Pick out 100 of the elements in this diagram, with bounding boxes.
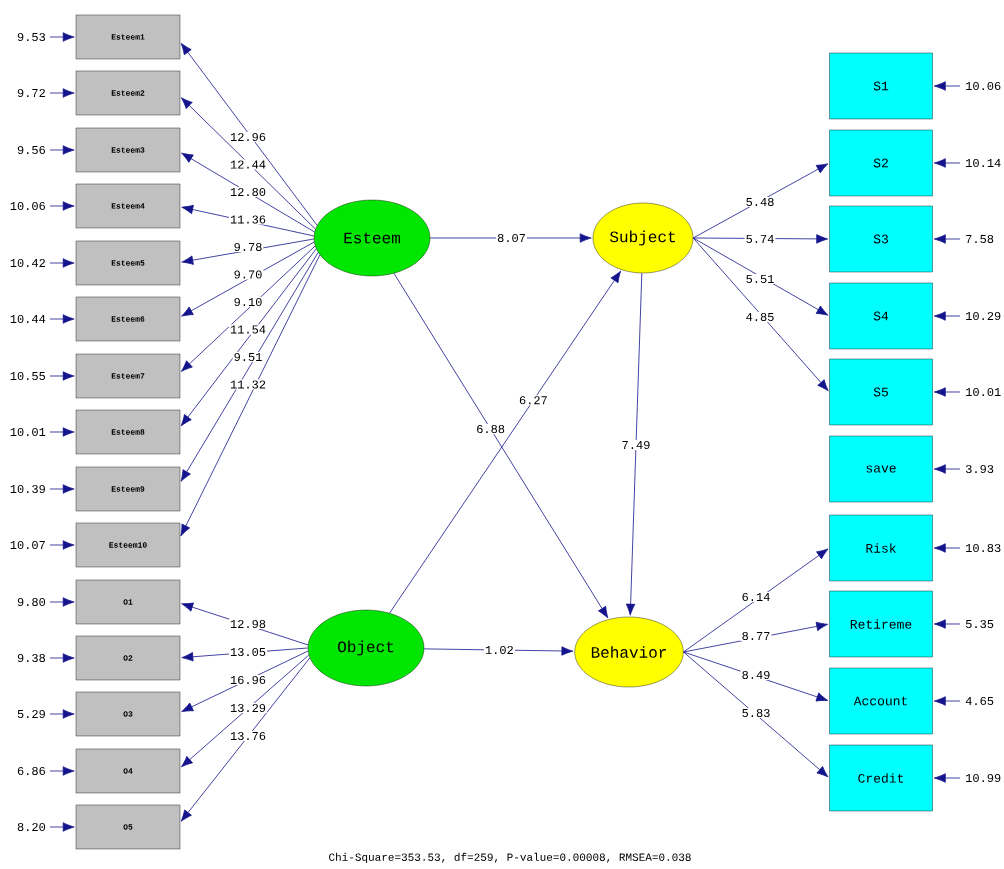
path-arrow	[180, 254, 321, 537]
edge-label: 8.77	[740, 630, 772, 642]
path-arrow	[181, 654, 310, 768]
edge-label: 6.88	[475, 424, 506, 435]
error-variance: 10.06	[966, 81, 1001, 91]
path-arrow	[49, 427, 75, 437]
path-arrow	[423, 646, 574, 656]
error-variance: 10.14	[966, 158, 1001, 168]
indicator-box: Esteem3	[75, 127, 181, 173]
path-arrow	[49, 145, 75, 155]
edge-label: 9.78	[232, 241, 264, 253]
indicator-box: S5	[829, 358, 933, 426]
indicator-box: Credit	[829, 744, 933, 812]
edge-label: 6.14	[740, 591, 772, 603]
path-arrow	[933, 387, 961, 397]
edge-label: 8.49	[740, 669, 772, 681]
indicator-box: O5	[75, 804, 181, 850]
edge-label: 16.96	[229, 674, 267, 686]
error-variance: 10.44	[10, 314, 46, 324]
indicator-box: S3	[829, 205, 933, 273]
error-variance: 10.39	[10, 484, 45, 494]
path-arrow	[49, 88, 75, 98]
path-arrow	[49, 540, 75, 550]
edge-label: 5.83	[740, 707, 772, 719]
caption: Chi-Square=353.53, df=259, P-value=0.00008, RMSEA=0.038	[329, 852, 691, 864]
indicator-box: S2	[829, 129, 933, 197]
path-arrow	[933, 311, 961, 321]
error-variance: 10.01	[10, 427, 46, 437]
indicator-box: Retireme	[829, 590, 933, 658]
error-variance: 9.80	[17, 597, 46, 607]
path-arrow	[933, 158, 961, 168]
indicator-box: Esteem6	[75, 296, 181, 342]
edge-label: 11.32	[229, 379, 267, 390]
edge-label: 7.49	[620, 439, 652, 451]
path-arrow	[180, 248, 317, 427]
path-arrow	[49, 766, 75, 776]
path-arrow	[49, 371, 75, 381]
edge-label: 1.02	[483, 644, 515, 656]
indicator-box: Esteem10	[75, 522, 181, 568]
edge-label: 12.96	[229, 131, 267, 143]
edge-label: 11.36	[229, 214, 267, 225]
path-arrow	[49, 258, 75, 268]
path-arrow	[933, 234, 961, 244]
indicator-box: Esteem2	[75, 70, 181, 116]
path-arrow	[181, 238, 315, 265]
edge-label: 6.27	[518, 395, 549, 406]
path-arrow	[181, 245, 316, 372]
edge-label: 9.10	[232, 296, 264, 308]
indicator-box: O3	[75, 691, 181, 737]
error-variance: 5.35	[965, 619, 994, 629]
path-arrow	[933, 696, 961, 706]
edge-label: 13.76	[229, 730, 267, 742]
edge-label: 9.51	[232, 351, 264, 363]
indicator-box: Risk	[829, 514, 933, 582]
edge-label: 12.80	[229, 186, 267, 198]
path-arrow	[933, 543, 961, 553]
error-variance: 10.07	[10, 540, 45, 550]
path-arrow	[181, 602, 309, 646]
edge-label: 11.54	[229, 324, 267, 335]
edge-label: 12.98	[229, 618, 267, 630]
indicator-box: S1	[829, 52, 933, 120]
error-variance: 10.01	[966, 387, 1001, 397]
edge-label: 9.70	[232, 269, 264, 280]
edge-label: 13.05	[229, 646, 267, 658]
indicator-box: Esteem1	[75, 14, 181, 60]
error-variance: 3.93	[965, 464, 994, 474]
path-arrow	[49, 32, 75, 42]
edge-label: 4.85	[744, 311, 776, 323]
error-variance: 4.65	[965, 696, 994, 706]
path-arrow	[180, 657, 311, 822]
error-variance: 9.56	[17, 145, 45, 155]
error-variance: 9.53	[17, 32, 46, 42]
indicator-box: Account	[829, 667, 933, 735]
error-variance: 10.99	[966, 773, 1001, 783]
path-arrow	[683, 651, 829, 778]
indicator-box: O2	[75, 635, 181, 681]
path-arrow	[933, 81, 961, 91]
path-arrow	[692, 237, 829, 392]
path-arrow	[49, 653, 75, 663]
indicator-box: O4	[75, 748, 181, 794]
edge-label: 5.74	[744, 234, 776, 244]
error-variance: 10.06	[10, 201, 45, 211]
path-arrow	[692, 234, 829, 244]
path-arrow	[933, 464, 961, 474]
error-variance: 9.38	[17, 653, 45, 663]
path-arrow	[181, 241, 315, 317]
indicator-box: Esteem4	[75, 183, 181, 229]
error-variance: 10.55	[10, 371, 46, 381]
edge-label: 12.44	[229, 159, 267, 170]
path-arrow	[49, 201, 75, 211]
error-variance: 6.86	[17, 766, 45, 776]
path-arrow	[180, 42, 318, 226]
edge-label: 5.48	[744, 196, 776, 208]
error-variance: 8.20	[17, 822, 46, 832]
indicator-box: O1	[75, 579, 181, 625]
indicator-box: save	[829, 435, 933, 503]
path-arrow	[49, 314, 75, 324]
indicator-box: Esteem8	[75, 409, 181, 455]
path-arrow	[180, 252, 319, 482]
edge-label: 8.07	[496, 232, 527, 244]
